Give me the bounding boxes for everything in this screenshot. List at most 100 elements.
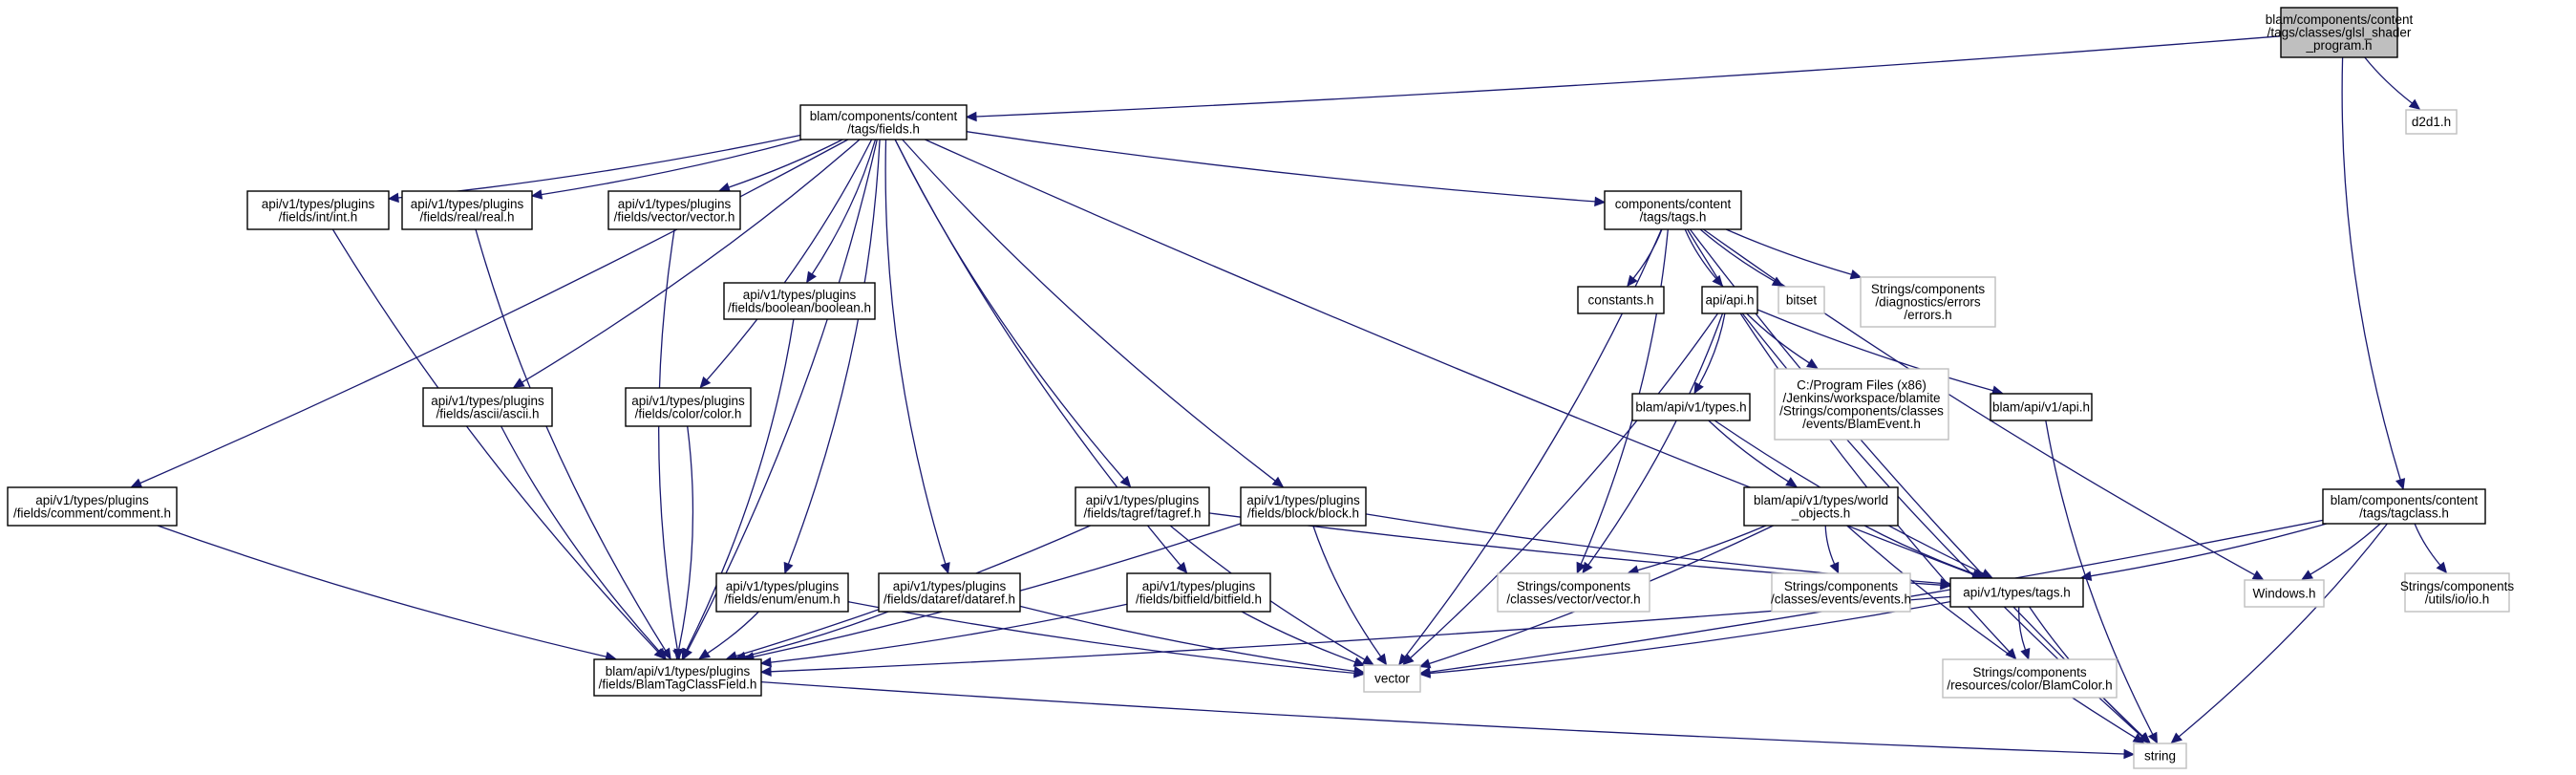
edge-arrowhead (387, 192, 399, 204)
edge-arrowhead (1398, 653, 1410, 666)
node-label-line: /fields/bitfield/bitfield.h (1136, 592, 1262, 606)
node-label-line: /tags/tagclass.h (2359, 506, 2449, 520)
node-label-line: Strings/components (1972, 665, 2087, 679)
edge-fields-to-boolean (806, 139, 877, 284)
edge-arrowhead (2436, 561, 2448, 574)
node-root[interactable]: blam/components/content/tags/classes/gls… (2266, 7, 2414, 58)
node-constants[interactable]: constants.h (1577, 286, 1665, 314)
node-layer: blam/components/content/tags/classes/gls… (7, 7, 2514, 769)
node-label-line: /classes/events/events.h (1771, 592, 1911, 606)
edge-arrowhead (1418, 658, 1432, 669)
edge-fields-to-dataref (884, 139, 950, 574)
node-tagref[interactable]: api/v1/types/plugins/fields/tagref/tagre… (1075, 486, 1210, 527)
edge-line (1703, 228, 2256, 576)
edge-line (902, 139, 1276, 482)
edge-line (2178, 523, 2388, 738)
node-btcf[interactable]: blam/api/v1/types/plugins/fields/BlamTag… (593, 658, 762, 697)
node-label-line: components/content (1615, 197, 1732, 211)
node-label-line: blam/api/v1/api.h (1992, 400, 2090, 415)
node-label-line: /fields/tagref/tagref.h (1083, 506, 1201, 520)
edge-arrowhead (655, 647, 667, 660)
node-label-line: /tags/classes/glsl_shader (2267, 26, 2412, 40)
node-box (799, 104, 968, 140)
edge-arrowhead (2123, 748, 2136, 760)
node-int[interactable]: api/v1/types/plugins/fields/int/int.h (246, 190, 390, 230)
node-label-line: C:/Program Files (x86) (1797, 377, 1927, 392)
node-box (2322, 488, 2486, 525)
edge-line (787, 139, 881, 565)
edge-real-to-btcf (475, 228, 671, 660)
node-dataref[interactable]: api/v1/types/plugins/fields/dataref/data… (878, 572, 1021, 613)
edge-fields-to-real (530, 139, 802, 200)
node-ascii[interactable]: api/v1/types/plugins/fields/ascii/ascii.… (422, 387, 553, 427)
node-box (593, 658, 762, 697)
node-real[interactable]: api/v1/types/plugins/fields/real/real.h (401, 190, 533, 230)
edge-line (760, 680, 2125, 755)
node-color[interactable]: api/v1/types/plugins/fields/color/color.… (625, 387, 752, 427)
edge-arrowhead (1829, 561, 1840, 574)
node-apiv1[interactable]: blam/api/v1/api.h (1990, 393, 2093, 421)
node-bitfield[interactable]: api/v1/types/plugins/fields/bitfield/bit… (1126, 572, 1271, 613)
node-label-line: /utils/io/io.h (2425, 592, 2490, 606)
edge-root-to-d2d1 (2364, 56, 2421, 110)
node-box (1942, 658, 2118, 699)
node-label-line: /fields/int/int.h (279, 209, 358, 224)
node-label-line: /tags/tags.h (1640, 209, 1707, 224)
node-apih[interactable]: api/api.h (1701, 286, 1758, 314)
edge-line (1863, 525, 1976, 575)
node-box (1240, 486, 1367, 527)
node-label-line: /fields/dataref/dataref.h (884, 592, 1015, 606)
node-label-line: /fields/enum/enum.h (724, 592, 841, 606)
node-block[interactable]: api/v1/types/plugins/fields/block/block.… (1240, 486, 1367, 527)
node-boolean[interactable]: api/v1/types/plugins/fields/boolean/bool… (723, 282, 876, 320)
node-label-line: /fields/ascii/ascii.h (436, 406, 539, 420)
node-label-line: string (2144, 749, 2176, 764)
edge-line (2018, 606, 2027, 651)
edge-worldobj-to-events (1824, 525, 1840, 574)
node-label-line: _program.h (2305, 38, 2372, 53)
node-box (715, 572, 849, 613)
node-box (422, 387, 553, 427)
edge-arrowhead (1418, 667, 1432, 678)
edge-arrowhead (965, 111, 977, 122)
node-label-line: blam/components/content (810, 109, 958, 123)
edge-line (1637, 525, 1767, 571)
node-label-line: constants.h (1587, 293, 1653, 308)
node-tagsh[interactable]: components/content/tags/tags.h (1604, 190, 1742, 230)
node-enumh[interactable]: api/v1/types/plugins/fields/enum/enum.h (715, 572, 849, 613)
edge-arrowhead (1402, 654, 1415, 666)
node-box (723, 282, 876, 320)
edge-line (1708, 420, 1789, 483)
edge-int-to-btcf (331, 228, 666, 660)
node-box (1604, 190, 1742, 230)
edge-worldobj-to-apitags (1863, 525, 1986, 579)
edge-arrowhead (1576, 561, 1586, 574)
node-tagclass[interactable]: blam/components/content/tags/tagclass.h (2322, 488, 2486, 525)
edge-arrowhead (1119, 475, 1132, 488)
node-blamevent: C:/Program Files (x86)/Jenkins/workspace… (1774, 368, 1949, 441)
node-vectorh[interactable]: api/v1/types/plugins/fields/vector/vecto… (607, 190, 741, 230)
node-typesh[interactable]: blam/api/v1/types.h (1631, 393, 1751, 421)
node-label-line: Strings/components (1517, 579, 1631, 593)
edge-arrowhead (2251, 570, 2265, 581)
edge-fields-to-comment (130, 139, 849, 488)
edge-line (1725, 228, 1852, 275)
edge-line (2090, 523, 2328, 577)
node-label-line: Windows.h (2252, 587, 2315, 601)
edge-line (884, 139, 947, 565)
node-apitags[interactable]: api/v1/types/tags.h (1949, 577, 2084, 608)
edge-tagclass-to-ioh (2414, 523, 2448, 574)
edge-color-to-btcf (673, 425, 694, 660)
edge-arrowhead (661, 647, 671, 660)
edge-arrowhead (2408, 98, 2421, 110)
node-comment[interactable]: api/v1/types/plugins/fields/comment/comm… (7, 486, 178, 527)
edge-line (2310, 523, 2381, 575)
node-worldobj[interactable]: blam/api/v1/types/world_objects.h (1743, 486, 1899, 527)
edge-line (1746, 312, 1810, 364)
edge-arrowhead (2395, 478, 2406, 490)
node-fields[interactable]: blam/components/content/tags/fields.h (799, 104, 968, 140)
node-box (607, 190, 741, 230)
node-box (1126, 572, 1271, 613)
node-label-line: /fields/comment/comment.h (13, 506, 171, 520)
